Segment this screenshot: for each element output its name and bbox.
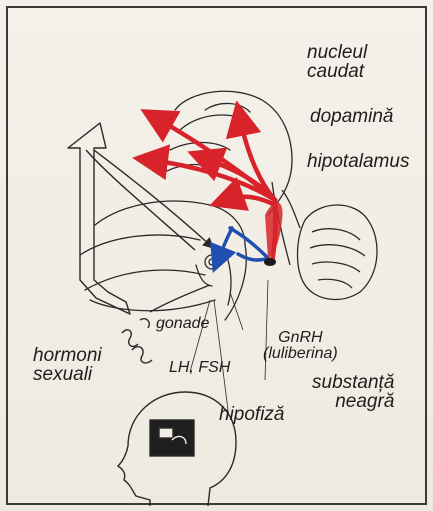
label-substanta-neagra: substanță neagră xyxy=(312,373,394,411)
label-hipofiza: hipofiză xyxy=(219,405,285,424)
dopamine-pathways xyxy=(150,118,276,262)
dopamine-source xyxy=(265,202,283,258)
substantia-nigra xyxy=(264,258,276,266)
cerebellum-sketch xyxy=(272,182,377,299)
label-gnrh: GnRH (luliberina) xyxy=(263,330,338,362)
label-lh-fsh: LH, FSH xyxy=(169,360,230,376)
label-hormoni-sexuali: hormoni sexuali xyxy=(33,346,102,384)
feedback-arrow xyxy=(68,123,210,314)
label-nucleul-caudat: nucleul caudat xyxy=(307,43,367,81)
label-dopamina: dopamină xyxy=(310,107,393,126)
label-hipotalamus: hipotalamus xyxy=(307,152,409,171)
brain-outline xyxy=(80,91,292,320)
label-gonade: gonade xyxy=(156,316,209,332)
